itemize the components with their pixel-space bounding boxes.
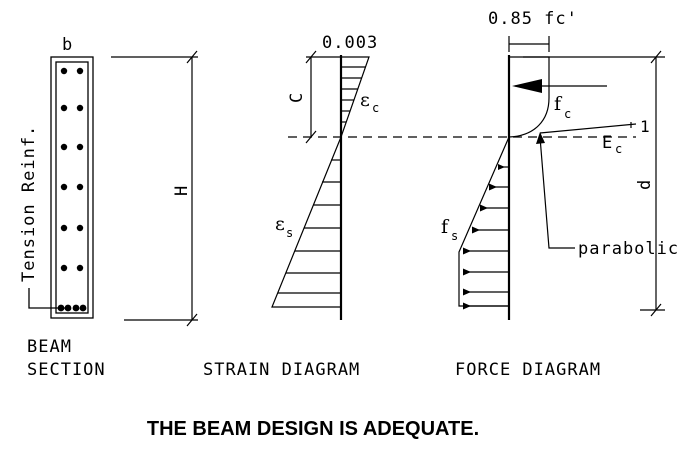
section-caption-line1: BEAM bbox=[27, 337, 72, 357]
strain-depth-label: C bbox=[287, 92, 307, 103]
force-top-value: 0.85 fc' bbox=[488, 9, 578, 29]
rebar-group bbox=[57, 67, 87, 312]
rebar bbox=[57, 304, 65, 312]
rebar bbox=[60, 183, 68, 191]
ec-subscript: c bbox=[372, 101, 379, 115]
rebar bbox=[60, 264, 68, 272]
rebar bbox=[60, 143, 68, 151]
parabolic-label: parabolic bbox=[578, 239, 679, 259]
strain-diagram bbox=[271, 50, 370, 320]
section-caption-line2: SECTION bbox=[27, 360, 106, 380]
reinf-leader bbox=[28, 288, 65, 309]
rebar bbox=[76, 264, 84, 272]
fc-symbol: f bbox=[554, 93, 563, 115]
strain-compression-outline bbox=[340, 56, 370, 138]
rebar bbox=[64, 304, 72, 312]
strain-top-value: 0.003 bbox=[322, 33, 378, 53]
compression-arrowhead bbox=[512, 79, 542, 93]
fs-symbol: f bbox=[441, 216, 450, 238]
beam-section bbox=[28, 56, 94, 319]
parabolic-arrowhead bbox=[536, 132, 545, 144]
height-dimension bbox=[111, 50, 198, 327]
width-label: b bbox=[62, 35, 73, 55]
fc-subscript: c bbox=[564, 107, 571, 121]
rebar bbox=[72, 304, 80, 312]
strain-tension-outline bbox=[271, 136, 342, 308]
rebar bbox=[76, 67, 84, 75]
result-message: THE BEAM DESIGN IS ADEQUATE. bbox=[146, 418, 480, 440]
beam-outline bbox=[50, 56, 94, 319]
slope-label: 1 bbox=[640, 117, 650, 136]
ec-symbol: ε bbox=[360, 89, 370, 111]
strain-caption: STRAIN DIAGRAM bbox=[203, 360, 360, 380]
Ec-subscript: c bbox=[615, 142, 622, 156]
parabolic-leader bbox=[539, 136, 575, 249]
rebar bbox=[76, 224, 84, 232]
fs-subscript: s bbox=[451, 229, 458, 243]
rebar bbox=[60, 224, 68, 232]
es-subscript: s bbox=[286, 226, 293, 240]
rebar bbox=[79, 304, 87, 312]
es-symbol: ε bbox=[275, 213, 285, 235]
beam-stirrup bbox=[55, 61, 89, 314]
force-diagram bbox=[458, 36, 665, 320]
Ec-symbol: E bbox=[602, 133, 613, 153]
compression-block bbox=[508, 56, 550, 138]
force-caption: FORCE DIAGRAM bbox=[455, 360, 601, 380]
rebar bbox=[76, 104, 84, 112]
rebar bbox=[76, 183, 84, 191]
height-label: H bbox=[172, 185, 192, 196]
force-depth-label: d bbox=[635, 179, 655, 190]
tension-block bbox=[458, 136, 510, 307]
rebar bbox=[76, 143, 84, 151]
arrowheads bbox=[463, 79, 545, 310]
rebar bbox=[60, 104, 68, 112]
reinf-label: Tension Reinf. bbox=[19, 125, 39, 282]
rebar bbox=[60, 67, 68, 75]
